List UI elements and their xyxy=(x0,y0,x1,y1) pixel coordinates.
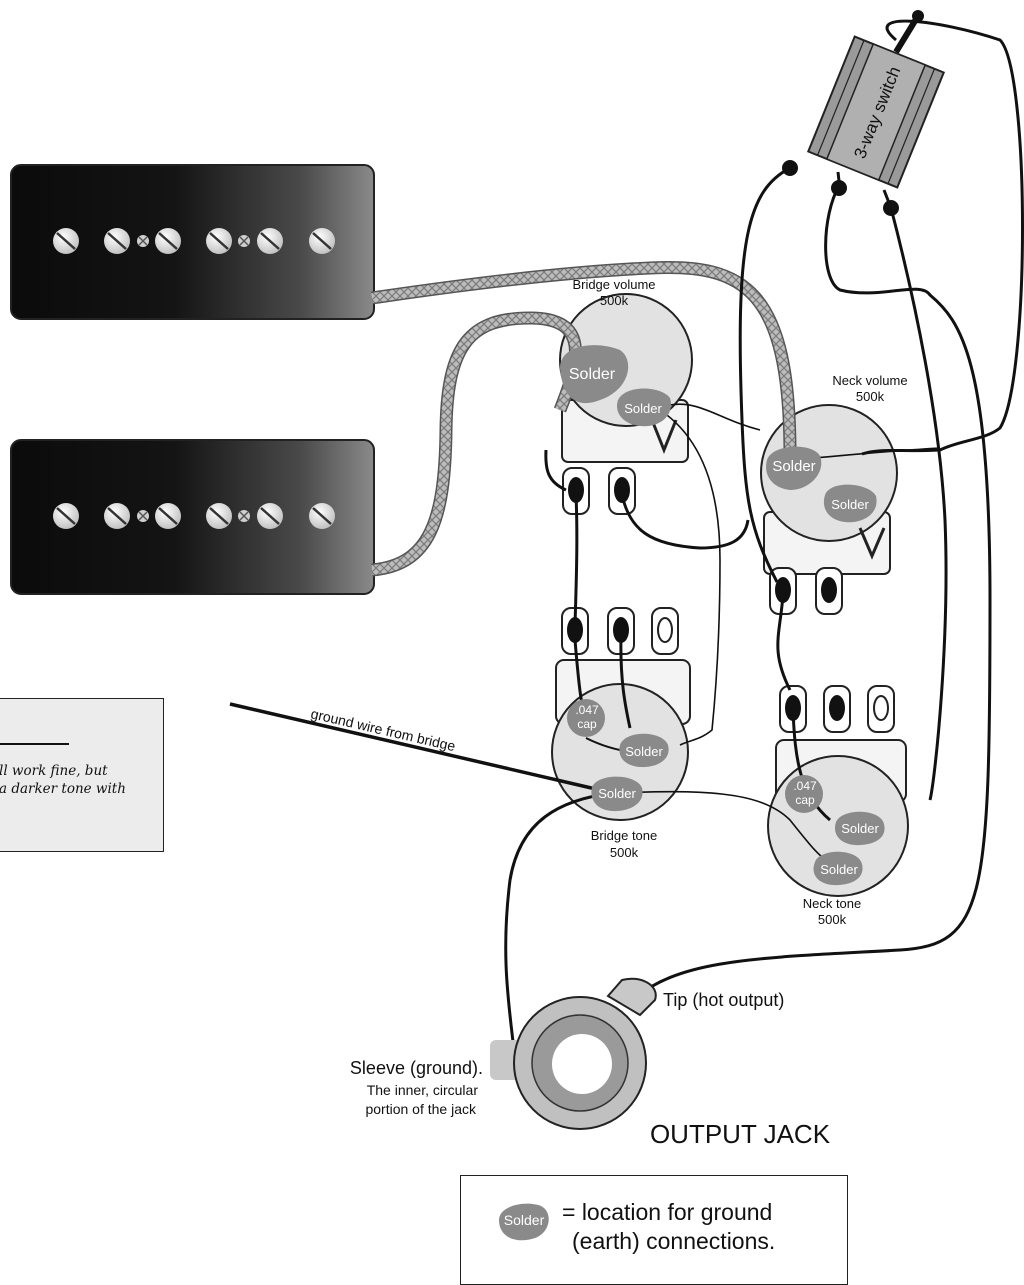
note-box: ll work fine, but a darker tone with xyxy=(0,698,164,852)
sleeve-note-line-2: portion of the jack xyxy=(365,1101,477,1117)
bridge-volume-label: Bridge volume xyxy=(572,277,655,292)
legend-text-line-2: (earth) connections. xyxy=(572,1228,776,1254)
ground-wire-label: ground wire from bridge xyxy=(309,705,457,754)
output-jack xyxy=(490,977,657,1130)
legend: Solder = location for ground (earth) con… xyxy=(460,1175,848,1285)
bridge-tone-value: 500k xyxy=(610,845,639,860)
legend-solder-label: Solder xyxy=(503,1212,545,1228)
bridge-tone-label: Bridge tone xyxy=(591,828,658,843)
shielded-cables xyxy=(371,260,797,577)
pole-screws xyxy=(53,228,335,254)
solder-label: Solder xyxy=(624,401,662,416)
solder-label: Solder xyxy=(569,366,616,383)
neck-pickup xyxy=(10,164,375,320)
cap-label: cap xyxy=(795,793,815,807)
cap-value: .047 xyxy=(575,703,599,717)
cap-value: .047 xyxy=(793,779,817,793)
solder-label: Solder xyxy=(772,458,815,475)
sleeve-note-line-1: The inner, circular xyxy=(367,1082,479,1098)
neck-tone-label: Neck tone xyxy=(803,896,862,911)
solder-label: Solder xyxy=(820,862,858,877)
solder-label: Solder xyxy=(598,786,636,801)
solder-label: Solder xyxy=(841,821,879,836)
bridge-volume-value: 500k xyxy=(600,293,629,308)
neck-tone-capacitor: .047 cap xyxy=(785,775,823,813)
neck-tone-value: 500k xyxy=(818,912,847,927)
solder-legend-icon xyxy=(499,1203,549,1241)
three-way-switch: 3-way switch xyxy=(806,14,946,209)
solder-spots: Solder Solder Solder Solder Solder Solde… xyxy=(560,345,885,886)
solder-label: Solder xyxy=(625,744,663,759)
output-jack-title: OUTPUT JACK xyxy=(650,1119,831,1149)
note-line-2: a darker tone with xyxy=(0,781,126,797)
tip-label: Tip (hot output) xyxy=(663,990,784,1010)
legend-text-line-1: = location for ground xyxy=(562,1199,773,1225)
cap-label: cap xyxy=(577,717,597,731)
legend-text: = location for ground (earth) connection… xyxy=(562,1198,775,1256)
note-line-1: ll work fine, but xyxy=(0,763,108,779)
bridge-tone-capacitor: .047 cap xyxy=(567,699,605,737)
neck-volume-label: Neck volume xyxy=(832,373,907,388)
solder-label: Solder xyxy=(831,497,869,512)
thin-ground-wires xyxy=(611,403,941,863)
ground-wire-from-bridge xyxy=(229,702,601,792)
pole-screws xyxy=(53,503,335,529)
note-divider xyxy=(0,743,69,745)
bridge-pickup xyxy=(10,439,375,595)
neck-volume-value: 500k xyxy=(856,389,885,404)
sleeve-label: Sleeve (ground). xyxy=(350,1058,483,1078)
